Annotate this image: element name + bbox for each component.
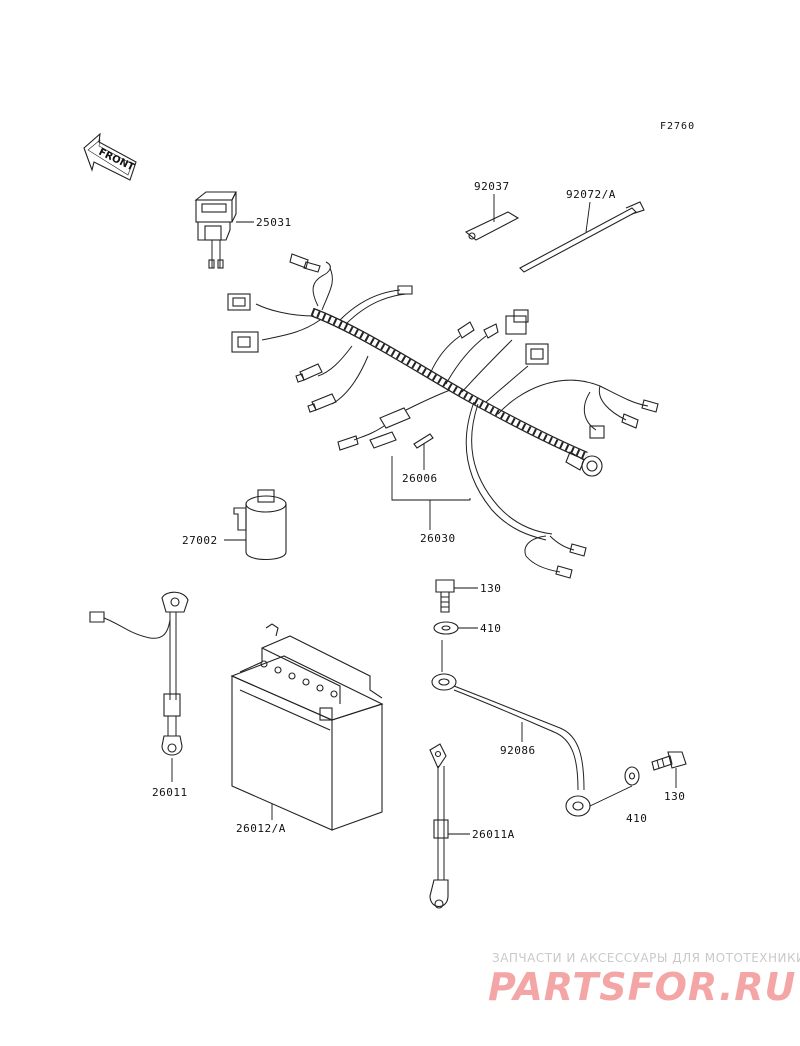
washer-top-part <box>433 621 459 635</box>
label-92037: 92037 <box>474 180 510 193</box>
wire-harness-part <box>227 253 659 579</box>
label-410-right: 410 <box>626 812 647 825</box>
battery-lead-part <box>89 591 189 756</box>
watermark-logo: PARTSFOR.RU <box>488 965 796 1009</box>
hour-meter-part <box>194 191 237 269</box>
label-26006: 26006 <box>402 472 438 485</box>
label-26011: 26011 <box>152 786 188 799</box>
label-26030: 26030 <box>420 532 456 545</box>
label-26012a: 26012/A <box>236 822 286 835</box>
connector-pin-part <box>413 433 434 449</box>
bolt-top-part <box>435 579 455 613</box>
watermark-tagline: ЗАПЧАСТИ И АКСЕССУАРЫ ДЛЯ МОТОТЕХНИКИ <box>492 951 800 965</box>
figure-code: F2760 <box>660 121 695 132</box>
relay-part <box>233 489 287 561</box>
cable-clamp-part <box>519 201 645 273</box>
battery-part <box>230 623 384 831</box>
washer-right-part <box>624 766 640 786</box>
label-26011a: 26011A <box>472 828 515 841</box>
bolt-right-part <box>651 751 687 771</box>
label-92072a: 92072/A <box>566 188 616 201</box>
label-27002: 27002 <box>182 534 218 547</box>
lead-a-part <box>429 743 449 909</box>
label-130-right: 130 <box>664 790 685 803</box>
label-25031: 25031 <box>256 216 292 229</box>
pad-part <box>464 211 520 241</box>
label-410-top: 410 <box>480 622 501 635</box>
label-130-top: 130 <box>480 582 501 595</box>
label-92086: 92086 <box>500 744 536 757</box>
front-arrow-icon: FRONT <box>83 132 137 181</box>
ground-lead-part <box>431 673 591 817</box>
